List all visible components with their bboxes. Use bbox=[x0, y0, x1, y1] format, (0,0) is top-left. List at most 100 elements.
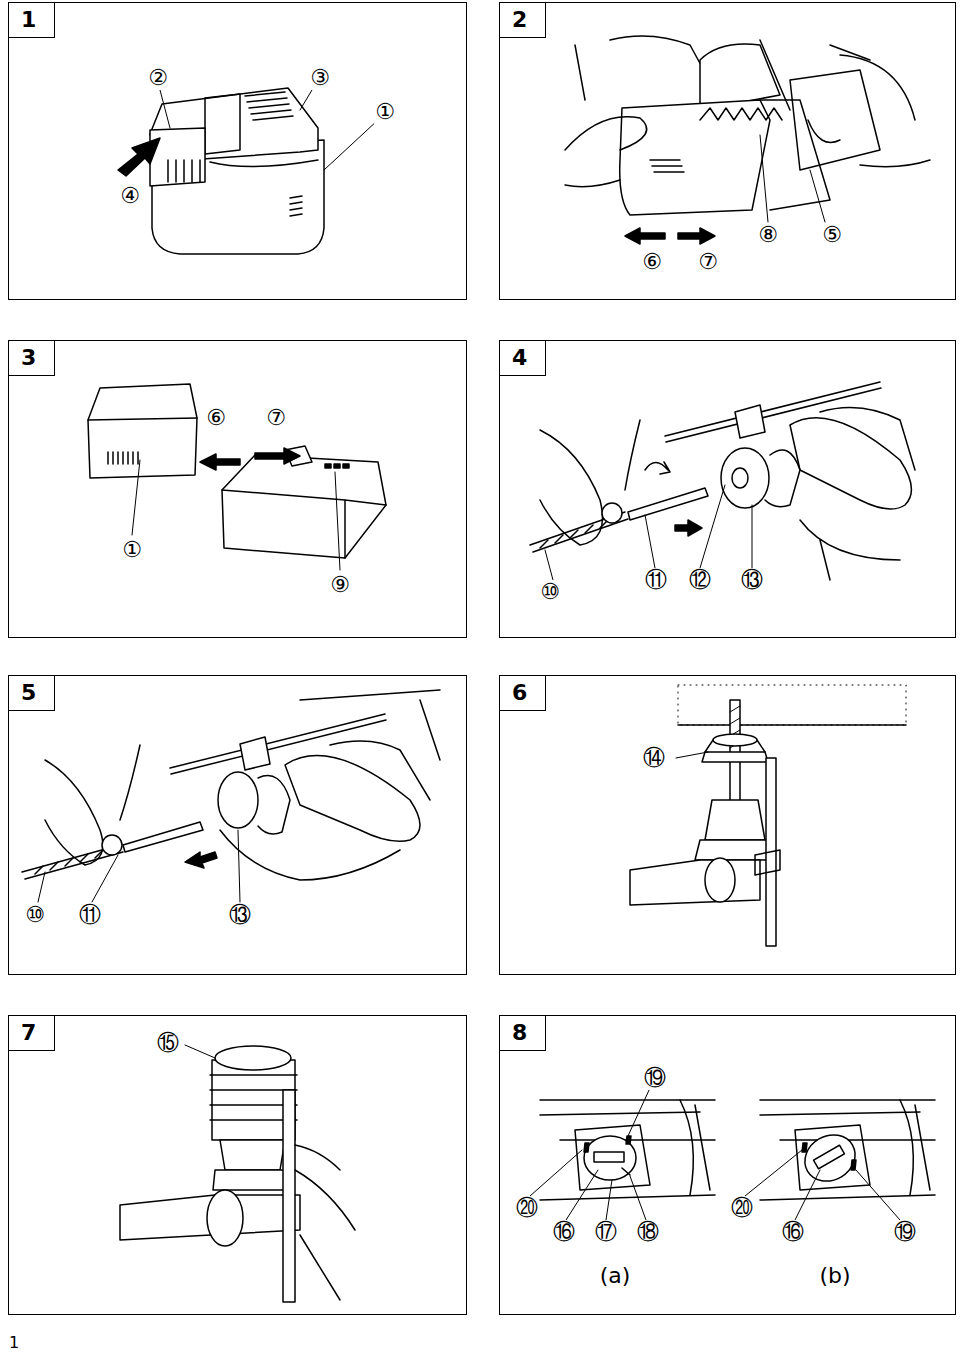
figure-stroke bbox=[324, 120, 378, 170]
figure-stroke bbox=[45, 760, 103, 865]
figure-stroke bbox=[752, 505, 753, 568]
figure-stroke bbox=[700, 485, 725, 568]
panel-tab: 6 bbox=[500, 676, 546, 711]
figure-stroke bbox=[530, 1150, 582, 1196]
figure-stroke bbox=[628, 488, 708, 520]
figure-stroke bbox=[702, 752, 768, 762]
figure-stroke bbox=[258, 776, 290, 834]
figure-stroke bbox=[283, 1090, 295, 1302]
figure-stroke bbox=[760, 1100, 935, 1200]
callout-number: ⑥ bbox=[641, 250, 663, 274]
callout-number: ① bbox=[121, 538, 143, 562]
figure-stroke bbox=[755, 850, 780, 875]
figure-panel: 8 bbox=[499, 1015, 956, 1315]
figure-stroke bbox=[215, 1046, 291, 1070]
panel-number: 6 bbox=[512, 680, 533, 706]
figure-stroke bbox=[800, 520, 900, 580]
figure-stroke bbox=[220, 830, 400, 880]
figure-stroke bbox=[705, 800, 765, 840]
panel-tab: 8 bbox=[500, 1016, 546, 1051]
callout-number: ② bbox=[147, 66, 169, 90]
callout-number: ⑯ bbox=[781, 1220, 805, 1244]
figure-stroke bbox=[796, 1126, 863, 1190]
battery-figure bbox=[118, 88, 378, 254]
figure-stroke bbox=[675, 520, 702, 536]
figure-stroke bbox=[820, 408, 915, 471]
callout-number: ⑩ bbox=[24, 903, 46, 927]
panel-number: 2 bbox=[512, 7, 533, 33]
figure-stroke bbox=[92, 855, 118, 902]
mode-switch-figure bbox=[530, 1088, 935, 1220]
figure-stroke bbox=[790, 418, 911, 509]
figure-stroke bbox=[760, 100, 830, 210]
figure-stroke bbox=[732, 468, 748, 488]
figure-stroke bbox=[795, 1170, 820, 1220]
callout-number: ③ bbox=[309, 66, 331, 90]
figure-stroke bbox=[625, 420, 640, 490]
panel-tab: 3 bbox=[9, 341, 55, 376]
figure-stroke bbox=[255, 448, 300, 464]
figure-stroke bbox=[325, 464, 331, 468]
figure-panel: 6 bbox=[499, 675, 956, 975]
figure-stroke bbox=[802, 1143, 807, 1152]
figure-stroke bbox=[695, 840, 775, 860]
figure-stroke bbox=[334, 464, 340, 468]
charger-figure bbox=[88, 384, 386, 570]
bit-remove-figure bbox=[22, 690, 440, 902]
figure-stroke bbox=[810, 170, 825, 222]
figure-stroke bbox=[705, 740, 765, 752]
figure-stroke bbox=[584, 1143, 589, 1152]
panel-tab: 4 bbox=[500, 341, 546, 376]
figure-stroke bbox=[814, 1145, 845, 1169]
callout-number: ⑳ bbox=[730, 1196, 754, 1220]
callout-number: ⑤ bbox=[821, 223, 843, 247]
callout-number: ⑧ bbox=[757, 223, 779, 247]
figure-stroke bbox=[565, 117, 647, 187]
callout-number: ⑱ bbox=[636, 1220, 660, 1244]
callout-number: ⑲ bbox=[643, 1066, 667, 1090]
battery-insert-figure bbox=[565, 36, 930, 244]
panel-number: 1 bbox=[21, 7, 42, 33]
callout-number: ⑯ bbox=[552, 1220, 576, 1244]
figure-stroke bbox=[678, 228, 715, 244]
figure-stroke bbox=[626, 1136, 631, 1144]
figure-stroke bbox=[343, 464, 349, 468]
figure-stroke bbox=[102, 835, 122, 855]
figure-stroke bbox=[118, 138, 160, 176]
figure-stroke bbox=[245, 92, 293, 120]
callout-number: ⑨ bbox=[329, 573, 351, 597]
figure-stroke bbox=[300, 90, 312, 110]
figure-stroke bbox=[700, 108, 782, 120]
figure-stroke bbox=[330, 741, 430, 800]
bit-insert-figure bbox=[530, 382, 915, 580]
callout-number: ⑰ bbox=[594, 1220, 618, 1244]
panel-tab: 5 bbox=[9, 676, 55, 711]
figure-stroke bbox=[856, 1170, 900, 1220]
callout-number: ⑲ bbox=[893, 1220, 917, 1244]
figure-stroke bbox=[120, 745, 140, 820]
callout-number: ⑪ bbox=[644, 568, 668, 592]
figure-stroke bbox=[650, 160, 684, 172]
dust-cup-figure bbox=[630, 685, 906, 946]
figure-stroke bbox=[851, 1160, 856, 1170]
panel-tab: 7 bbox=[9, 1016, 55, 1051]
figure-stroke bbox=[123, 822, 203, 852]
figure-stroke bbox=[38, 872, 45, 902]
figure-stroke bbox=[300, 690, 440, 760]
figure-stroke bbox=[205, 94, 240, 154]
figure-stroke bbox=[765, 450, 800, 507]
figure-stroke bbox=[185, 852, 217, 868]
figure-stroke bbox=[222, 455, 386, 558]
figure-stroke bbox=[220, 1140, 285, 1170]
figure-stroke bbox=[285, 756, 420, 842]
figure-stroke bbox=[594, 1152, 624, 1162]
page-number: 1 bbox=[8, 1331, 20, 1355]
callout-number: ⑦ bbox=[697, 250, 719, 274]
figure-stroke bbox=[213, 1170, 292, 1190]
figure-stroke bbox=[335, 472, 340, 570]
figure-stroke bbox=[676, 752, 708, 758]
view-label: (a) bbox=[599, 1264, 632, 1288]
panel-number: 3 bbox=[21, 345, 42, 371]
figure-stroke bbox=[625, 228, 665, 244]
